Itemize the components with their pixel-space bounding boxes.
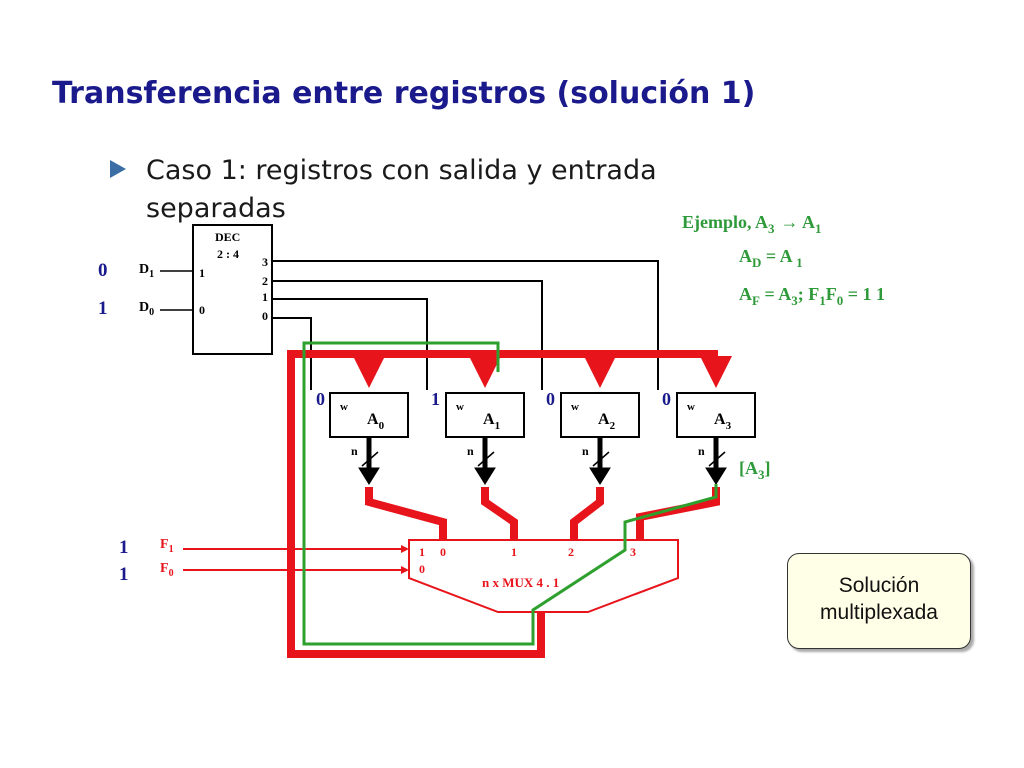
callout-line-2: multiplexada <box>820 601 938 624</box>
svg-text:A3: A3 <box>714 411 732 432</box>
svg-text:A0: A0 <box>367 411 385 432</box>
decoder-box <box>192 224 273 355</box>
mux-data-pin-0: 0 <box>440 545 446 559</box>
bullet-text: Caso 1: registros con salida y entrada s… <box>146 155 657 224</box>
dec-out-2-wire <box>272 280 543 390</box>
solution-callout: Solución multiplexada <box>787 553 971 649</box>
a1-width-label: n <box>467 444 474 458</box>
f0-label: F0 <box>160 561 174 579</box>
register-a0: w A0 0 <box>316 389 409 438</box>
bus-feedback-loop <box>287 350 718 658</box>
decoder-out-0: 0 <box>262 309 268 323</box>
slide-title: Transferencia entre registros (solución … <box>52 76 756 111</box>
a1-to-mux <box>481 487 518 540</box>
decoder-pin-1: 1 <box>199 266 205 280</box>
highlighted-path <box>302 341 718 646</box>
mux-data-pin-3: 3 <box>630 545 636 559</box>
a2-width-label: n <box>582 444 589 458</box>
bus-value-label: [A3] <box>739 458 771 482</box>
mux-sel-pin-1: 1 <box>419 545 425 559</box>
dec-out-1-wire <box>272 298 428 390</box>
decoder-pin-0: 0 <box>199 303 205 317</box>
f1-label: F1 <box>160 537 174 555</box>
decoder-name: DEC <box>215 230 240 244</box>
svg-text:w: w <box>456 401 464 413</box>
example-heading: Ejemplo, A3→ A1 <box>682 212 822 236</box>
register-outputs <box>358 437 727 485</box>
a2-to-mux <box>570 487 604 540</box>
register-a2: w A2 0 <box>546 389 640 438</box>
decoder-out-1: 1 <box>262 290 268 304</box>
f1-value: 1 <box>119 537 129 558</box>
d1-label: D1 <box>139 262 154 280</box>
bullet-arrow-icon <box>110 160 126 178</box>
svg-text:A1: A1 <box>483 411 500 432</box>
a3-width-label: n <box>698 444 705 458</box>
register-a1: w A1 1 <box>431 389 525 438</box>
d0-value: 1 <box>98 298 108 319</box>
svg-text:w: w <box>340 401 348 413</box>
a0-width-label: n <box>351 444 358 458</box>
decoder-out-2: 2 <box>262 274 268 288</box>
d0-label: D0 <box>139 300 154 318</box>
mux-sel-pin-0: 0 <box>419 562 425 576</box>
a0-enable-value: 0 <box>316 389 325 409</box>
register-a3: w A3 0 <box>662 389 756 438</box>
svg-text:w: w <box>571 401 579 413</box>
a0-to-mux <box>365 487 447 540</box>
a1-enable-value: 1 <box>431 389 440 409</box>
svg-text:A2: A2 <box>598 411 616 432</box>
decoder-ratio: 2 : 4 <box>217 247 239 261</box>
a3-enable-value: 0 <box>662 389 671 409</box>
callout-line-1: Solución <box>838 574 920 597</box>
d1-value: 0 <box>98 260 108 281</box>
a2-enable-value: 0 <box>546 389 555 409</box>
mux-name: n x MUX 4 . 1 <box>482 575 559 590</box>
mux-data-pin-1: 1 <box>511 545 517 559</box>
example-line-2: AF = A3; F1F0 = 1 1 <box>739 284 885 308</box>
example-line-1: AD = A 1 <box>739 246 803 270</box>
svg-text:w: w <box>687 401 695 413</box>
dec-out-0-wire <box>272 317 312 390</box>
dec-out-3-wire <box>272 260 659 390</box>
mux-data-pin-2: 2 <box>568 545 574 559</box>
decoder-out-3: 3 <box>262 255 268 269</box>
f0-value: 1 <box>119 564 129 585</box>
